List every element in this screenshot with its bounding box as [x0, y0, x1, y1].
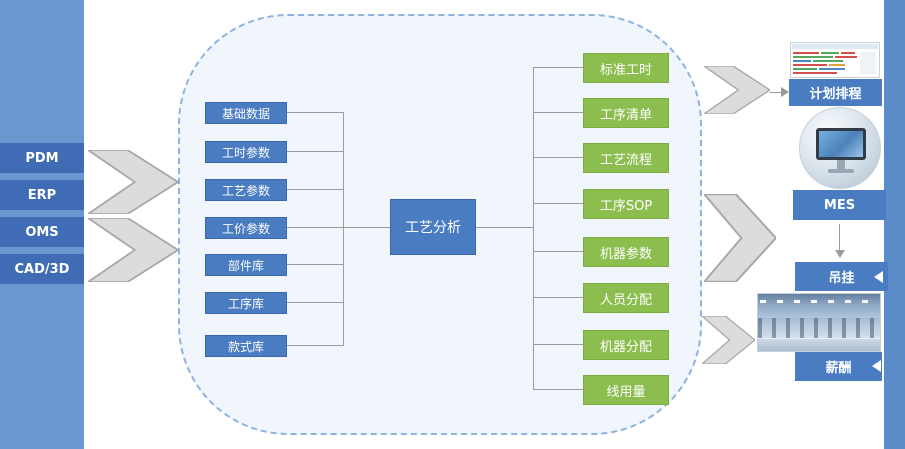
flow-chevron-arrow-icon [88, 218, 178, 282]
left-system-pdm: PDM [0, 143, 84, 173]
factory-floor-shape [758, 339, 880, 351]
output-node-machine-params: 机器参数 [583, 237, 669, 267]
connector-line [839, 224, 840, 252]
flow-chevron-arrow-icon [88, 150, 178, 214]
connector-line [533, 389, 583, 390]
connector-line [533, 203, 583, 204]
left-system-oms: OMS [0, 217, 84, 247]
input-node-price-params: 工价参数 [205, 217, 287, 239]
output-bus-line [533, 67, 534, 390]
connector-line [533, 157, 583, 158]
connector-line [287, 302, 343, 303]
arrowhead-down-icon [835, 250, 845, 258]
flow-chevron-arrow-icon [704, 66, 770, 114]
flow-chevron-arrow-icon [704, 194, 776, 282]
connector-line [533, 297, 583, 298]
input-node-operation-library: 工序库 [205, 292, 287, 314]
output-node-operation-list: 工序清单 [583, 98, 669, 128]
arrowhead-left-icon [874, 271, 883, 283]
factory-machines-shape [758, 318, 880, 338]
right-node-mes: MES [793, 190, 886, 220]
process-analysis-node: 工艺分析 [390, 199, 476, 255]
input-bus-line [343, 112, 344, 346]
connector-line [287, 112, 343, 113]
output-node-machine-allocation: 机器分配 [583, 330, 669, 360]
input-node-basic-data: 基础数据 [205, 102, 287, 124]
connector-line [287, 264, 343, 265]
monitor-screen-shape [816, 128, 866, 160]
connector-line [287, 189, 343, 190]
sewing-line-factory-photo [757, 293, 881, 352]
left-system-cad3d: CAD/3D [0, 254, 84, 284]
monitor-base-shape [828, 169, 854, 173]
gantt-schedule-screenshot [790, 42, 880, 78]
output-node-operation-sop: 工序SOP [583, 189, 669, 219]
flow-chevron-arrow-icon [702, 316, 755, 364]
connector-line [533, 112, 583, 113]
right-node-hanging: 吊挂 [795, 262, 888, 291]
mes-terminal-monitor-photo [799, 107, 881, 189]
output-node-thread-usage: 线用量 [583, 375, 669, 405]
input-node-style-library: 款式库 [205, 335, 287, 357]
connector-line [476, 227, 533, 228]
input-node-component-library: 部件库 [205, 254, 287, 276]
monitor-stand-shape [837, 160, 845, 169]
arrowhead-left-icon [872, 360, 881, 372]
left-system-erp: ERP [0, 180, 84, 210]
right-node-plan-scheduling: 计划排程 [789, 79, 882, 106]
arrowhead-right-icon [781, 87, 789, 97]
connector-line [343, 227, 390, 228]
connector-line [287, 227, 343, 228]
output-node-process-flow: 工艺流程 [583, 143, 669, 173]
monitor-display-shape [819, 131, 863, 157]
connector-line [533, 67, 583, 68]
right-edge-panel [884, 0, 905, 449]
output-node-standard-hours: 标准工时 [583, 53, 669, 83]
input-node-process-params: 工艺参数 [205, 179, 287, 201]
connector-line [770, 92, 781, 93]
connector-line [533, 251, 583, 252]
connector-line [287, 345, 343, 346]
factory-lights-shape [760, 300, 878, 303]
connector-line [287, 151, 343, 152]
input-node-workhour-params: 工时参数 [205, 141, 287, 163]
output-node-staff-allocation: 人员分配 [583, 283, 669, 313]
connector-line [533, 344, 583, 345]
right-node-salary: 薪酬 [795, 352, 882, 381]
